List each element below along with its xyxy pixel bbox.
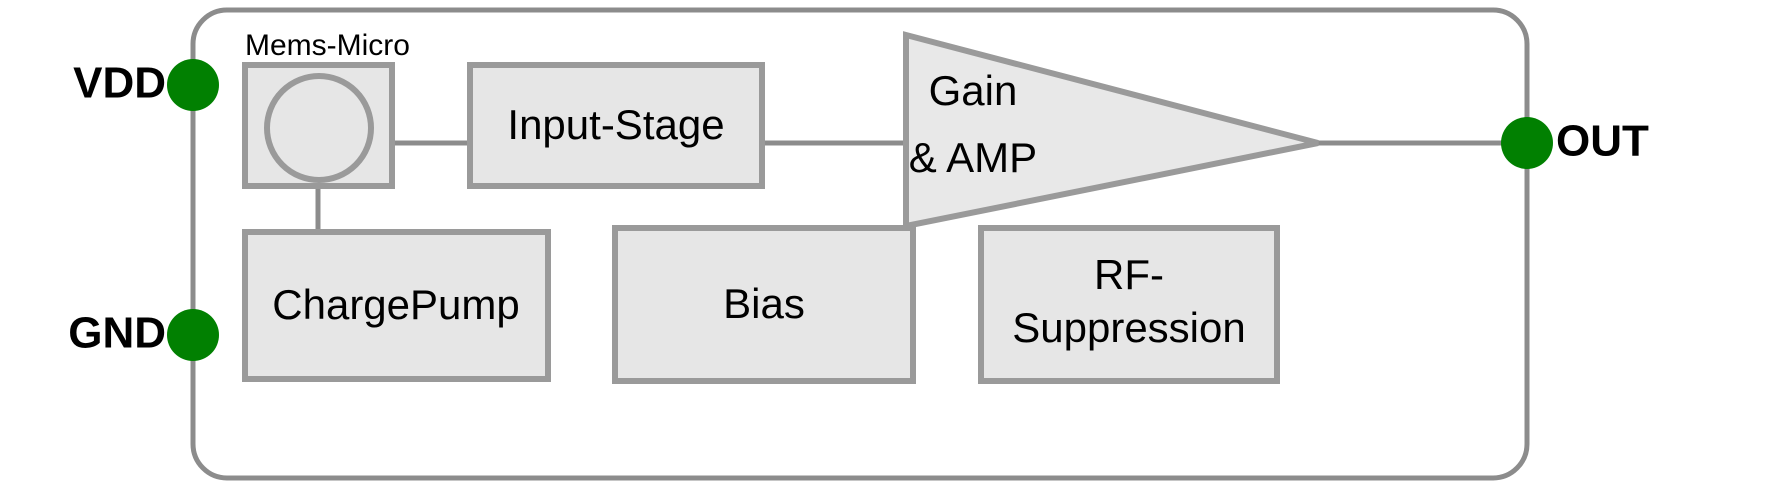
node-out[interactable] xyxy=(1501,117,1553,169)
block-bias[interactable] xyxy=(612,225,916,384)
block-gain-amp[interactable] xyxy=(903,31,1319,230)
block-rf-suppression-label-line1: RF- xyxy=(1094,251,1164,298)
chip-enclosure xyxy=(190,7,1530,481)
pin-label-out: OUT xyxy=(1556,117,1649,166)
block-mems-micro-label: Mems-Micro xyxy=(245,29,410,62)
pin-label-gnd: GND xyxy=(68,309,166,358)
pin-label-vdd: VDD xyxy=(73,59,166,108)
block-charge-pump[interactable] xyxy=(242,229,551,382)
block-gain-amp-label-line2: & AMP xyxy=(909,134,1037,181)
block-gain-amp-label-line1: Gain xyxy=(929,67,1018,114)
block-input-stage[interactable] xyxy=(467,62,765,189)
block-rf-suppression-label-line2: Suppression xyxy=(1012,304,1245,351)
block-rf-suppression[interactable] xyxy=(978,225,1280,384)
node-vdd[interactable] xyxy=(167,59,219,111)
block-bias-label: Bias xyxy=(723,280,805,327)
block-input-stage-label: Input-Stage xyxy=(507,101,724,148)
node-gnd[interactable] xyxy=(167,309,219,361)
mems-diaphragm-icon xyxy=(264,73,374,183)
block-charge-pump-label: ChargePump xyxy=(272,281,519,328)
